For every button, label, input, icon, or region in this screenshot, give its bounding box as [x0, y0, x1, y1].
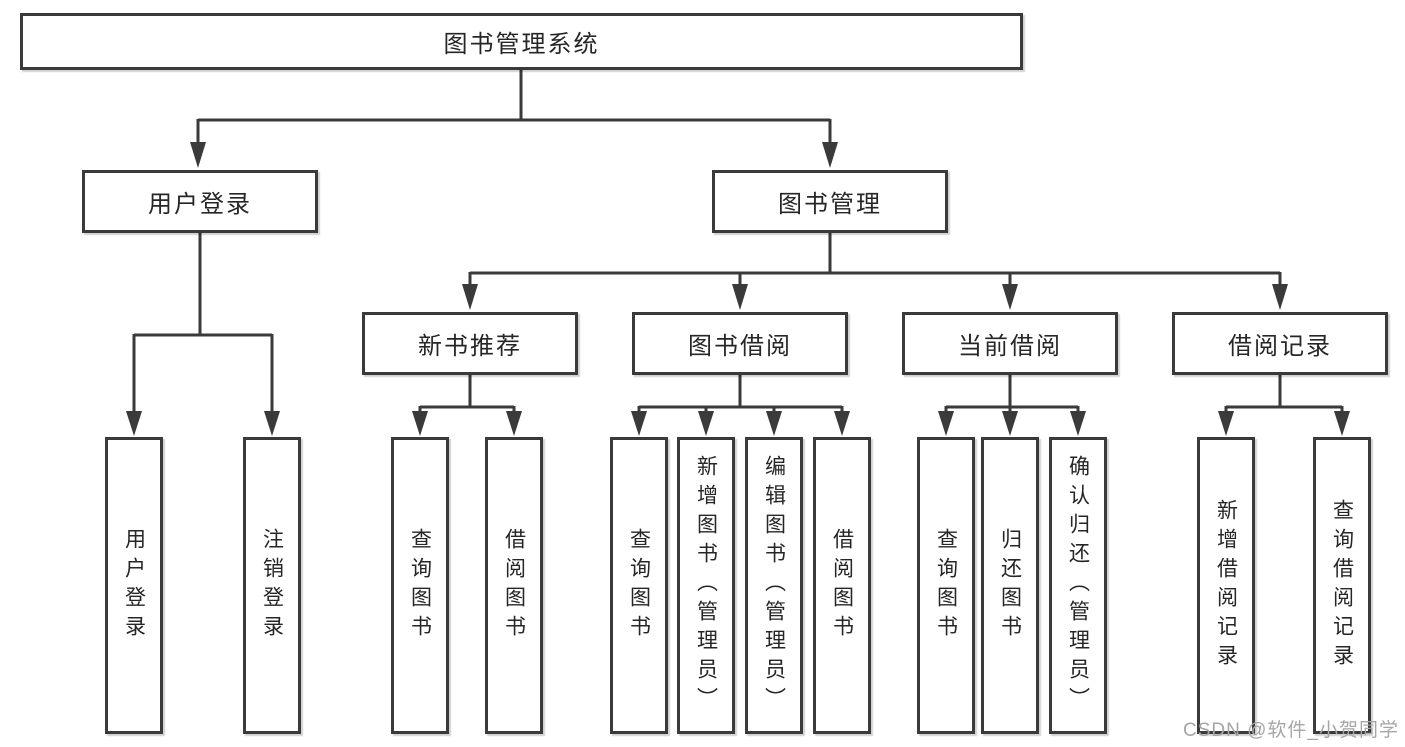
node-current-borrowing: 当前借阅 [902, 312, 1118, 375]
node-book-borrowing: 图书借阅 [632, 312, 848, 375]
leaf-query-books-recommend: 查询图书 [391, 437, 449, 734]
node-borrowing-records: 借阅记录 [1172, 312, 1388, 375]
leaf-add-borrow-record: 新增借阅记录 [1197, 437, 1255, 734]
leaf-user-login: 用户登录 [105, 437, 163, 734]
leaf-borrow-books-recommend: 借阅图书 [485, 437, 543, 734]
leaf-return-books: 归还图书 [981, 437, 1039, 734]
csdn-watermark: CSDN @软件_小贺同学 [1183, 720, 1399, 741]
leaf-query-borrow-record: 查询借阅记录 [1313, 437, 1371, 734]
leaf-query-books-current: 查询图书 [917, 437, 975, 734]
leaf-borrow-books-borrowing: 借阅图书 [813, 437, 871, 734]
leaf-query-books-borrowing: 查询图书 [610, 437, 668, 734]
node-root-library-system: 图书管理系统 [20, 13, 1023, 70]
leaf-edit-books-admin: 编辑图书（管理员） [745, 437, 803, 734]
leaf-logout: 注销登录 [243, 437, 301, 734]
node-user-login: 用户登录 [82, 170, 318, 233]
node-new-book-recommend: 新书推荐 [362, 312, 578, 375]
leaf-confirm-return-admin: 确认归还（管理员） [1049, 437, 1107, 734]
node-book-management: 图书管理 [712, 170, 948, 233]
leaf-add-books-admin: 新增图书（管理员） [677, 437, 735, 734]
